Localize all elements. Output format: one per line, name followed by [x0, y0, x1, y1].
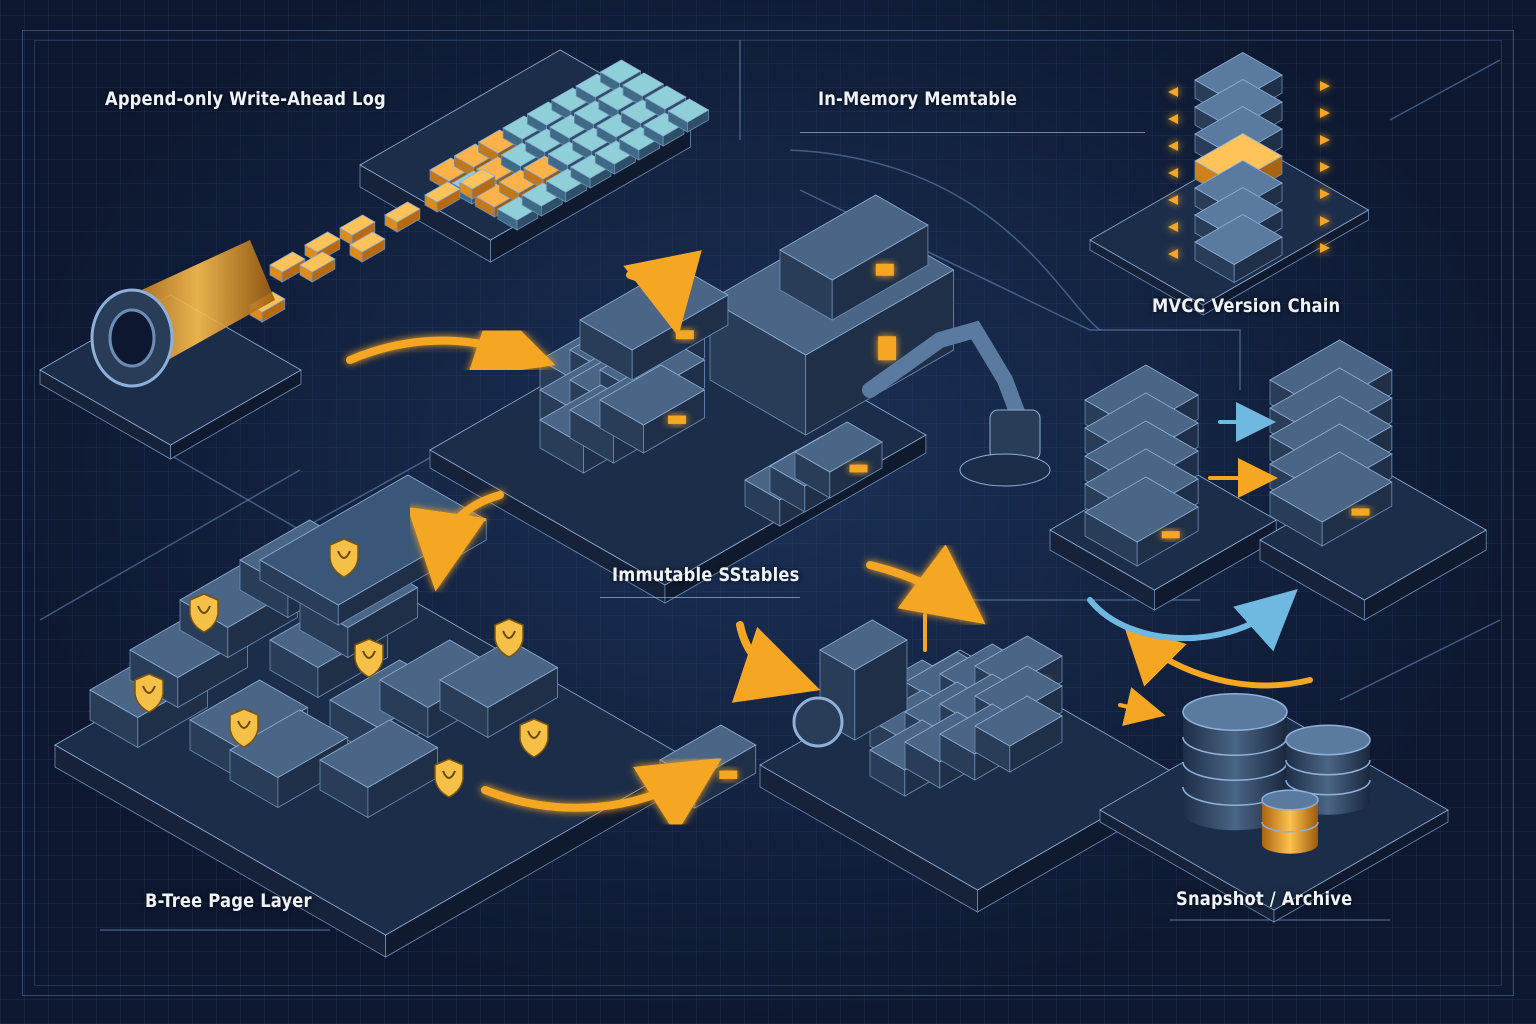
shield-icon: [134, 673, 164, 713]
sstables-label: Immutable SStables: [612, 564, 800, 586]
sstables-underline: [600, 597, 800, 598]
shield-icon: [519, 718, 549, 758]
arrow-icon: [731, 621, 821, 703]
server-platform-right: [1259, 469, 1488, 621]
log-entry: [384, 201, 421, 233]
arrow-icon: [407, 491, 504, 592]
wal-log-cylinder: [90, 240, 275, 388]
sstable-block: [599, 364, 706, 454]
memtable-label: In-Memory Memtable: [818, 88, 1018, 110]
sstable-block: [794, 421, 883, 499]
btree-page-block: [439, 639, 559, 739]
memtable-cell: [667, 98, 710, 133]
arrow-icon: [866, 544, 986, 625]
shield-icon: [354, 638, 384, 678]
snapshot-label: Snapshot / Archive: [1176, 888, 1353, 910]
shield-icon: [329, 538, 359, 578]
log-entry: [459, 168, 496, 200]
arrow-icon: [1123, 623, 1313, 689]
sstable-stack: [779, 194, 929, 321]
arrow-icon: [481, 757, 723, 835]
shield-icon: [189, 593, 219, 633]
version-record: [1194, 214, 1283, 284]
btree-label: B-Tree Page Layer: [145, 890, 312, 912]
transfer-block: [659, 724, 757, 809]
flow-arrows: [346, 250, 1313, 835]
outer-frame: [22, 30, 1514, 996]
inner-frame: [34, 40, 1502, 986]
wal-label: Append-only Write-Ahead Log: [105, 88, 386, 110]
database-cylinder-icon: [1182, 693, 1288, 831]
memtable-cell: [618, 126, 661, 161]
compacted-block: [974, 695, 1063, 773]
mvcc-label: MVCC Version Chain: [1152, 295, 1341, 317]
arrow-icon: [1118, 687, 1166, 727]
shield-icon: [229, 708, 259, 748]
arrow-icon: [1087, 588, 1298, 652]
btree-page-block: [319, 719, 439, 819]
log-entry: [339, 214, 376, 246]
log-entry: [269, 251, 306, 283]
log-entry: [299, 251, 336, 283]
archive-cylinder-icon: [1261, 789, 1319, 854]
robot-arm-icon: [862, 320, 1051, 487]
server-rack-icon: [1084, 476, 1199, 567]
shield-icon: [434, 758, 464, 798]
log-entry: [349, 231, 386, 263]
arrow-icon: [346, 301, 556, 378]
memtable-underline: [800, 132, 1145, 133]
mvcc-platform: [1089, 144, 1370, 316]
arrow-icon: [623, 250, 702, 337]
server-rack-icon: [1269, 451, 1393, 547]
log-entry: [424, 181, 461, 213]
shield-icon: [494, 618, 524, 658]
gear-wheel-icon: [792, 696, 844, 748]
